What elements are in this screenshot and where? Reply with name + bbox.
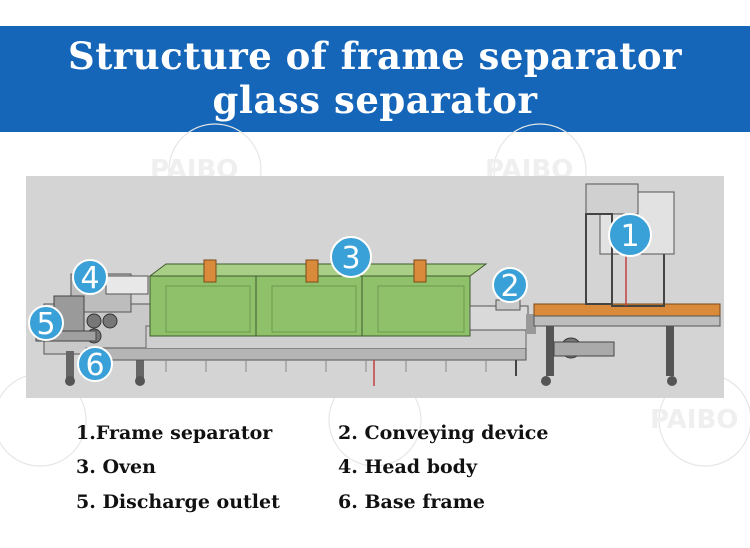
watermark-logo: PAIBO PAIBO PAIBO — [0, 123, 750, 467]
callout-badge-2: 2 — [492, 267, 528, 304]
callout-number: 2 — [500, 269, 519, 304]
title-line-1: Structure of frame separator — [67, 34, 683, 78]
callout-number: 4 — [80, 261, 99, 296]
callout-badge-6: 6 — [77, 346, 113, 383]
callout-number: 3 — [341, 241, 360, 276]
callout-number: 5 — [36, 307, 55, 342]
callout-badge-1: 1 — [608, 213, 652, 257]
title-line-2: glass separator — [212, 78, 538, 122]
callout-badge-3: 3 — [330, 236, 372, 278]
legend-item-6: 6. Base frame — [338, 491, 485, 513]
title-banner — [0, 26, 750, 132]
callout-badge-4: 4 — [72, 259, 108, 296]
machine-diagram: 1 2 3 4 5 6 — [26, 176, 724, 398]
callout-badge-5: 5 — [28, 305, 64, 342]
legend-item-5: 5. Discharge outlet — [76, 491, 280, 513]
callout-number: 6 — [85, 348, 104, 383]
legend-item-2: 2. Conveying device — [338, 422, 549, 444]
legend-item-3: 3. Oven — [76, 456, 156, 478]
oven — [148, 259, 488, 337]
conveying-device — [469, 299, 536, 334]
callout-number: 1 — [620, 219, 639, 254]
legend-item-1: 1.Frame separator — [76, 422, 273, 444]
watermark-text: PAIBO — [650, 405, 738, 435]
legend-item-4: 4. Head body — [338, 456, 477, 478]
machine-illustration: 1 2 3 4 5 6 — [28, 183, 721, 386]
